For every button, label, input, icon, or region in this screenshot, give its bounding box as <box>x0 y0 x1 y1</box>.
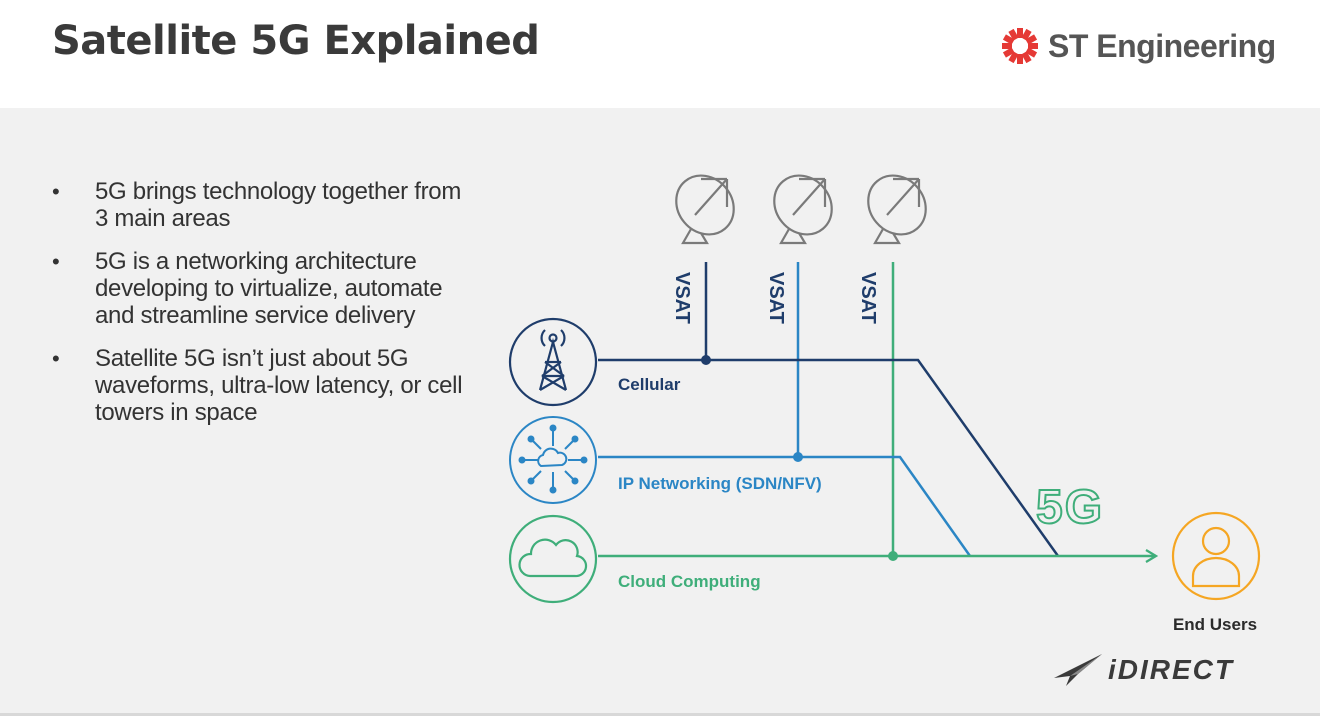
junction-dot <box>701 355 711 365</box>
idirect-wordmark: iDIRECT <box>1108 654 1234 685</box>
5g-badge: 5G <box>1036 481 1104 534</box>
area-label-cellular: Cellular <box>618 375 681 394</box>
end-user-icon <box>1171 511 1261 601</box>
bullet-dot: • <box>52 179 60 204</box>
st-engineering-logo: ST Engineering <box>1000 24 1276 68</box>
bullet-text: 5G is a networking architecture developi… <box>95 248 443 329</box>
area-label-cloud-computing: Cloud Computing <box>618 572 761 591</box>
junction-dot <box>888 551 898 561</box>
bullet-dot: • <box>52 249 60 274</box>
idirect-arrow-icon <box>1054 654 1102 686</box>
bullet-text: Satellite 5G isn’t just about 5G wavefor… <box>95 345 463 426</box>
cloud-icon <box>508 514 598 604</box>
idirect-logo: iDIRECT <box>1052 650 1234 690</box>
slide-body <box>0 108 1320 713</box>
slide-header: Satellite 5G Explained ST Engineering <box>0 0 1320 108</box>
bullet-item: • Satellite 5G isn’t just about 5G wavef… <box>52 345 472 426</box>
bullet-dot: • <box>52 346 60 371</box>
satellite-dish-icon <box>675 174 735 245</box>
junction-dot <box>793 452 803 462</box>
bullet-text: 5G brings technology together from 3 mai… <box>95 178 462 232</box>
bottom-divider <box>0 713 1320 716</box>
slide-title: Satellite 5G Explained <box>52 18 540 64</box>
bullet-item: • 5G brings technology together from 3 m… <box>52 178 472 232</box>
end-users-label: End Users <box>1173 615 1257 634</box>
network-hub-icon <box>509 416 597 504</box>
area-label-ip-networking: IP Networking (SDN/NFV) <box>618 474 822 493</box>
starburst-icon <box>1002 28 1038 64</box>
ip-networking-line <box>598 455 972 557</box>
vsat-label: VSAT <box>857 272 879 324</box>
vsat-label: VSAT <box>765 272 787 324</box>
brand-name: ST Engineering <box>1048 27 1276 64</box>
vsat-label: VSAT <box>671 272 693 324</box>
cell-tower-icon <box>508 317 598 407</box>
bullet-list: • 5G brings technology together from 3 m… <box>52 178 472 442</box>
satellite-dish-icon <box>773 174 833 245</box>
bullet-item: • 5G is a networking architecture develo… <box>52 248 472 329</box>
satellite-dish-icon <box>867 174 927 245</box>
